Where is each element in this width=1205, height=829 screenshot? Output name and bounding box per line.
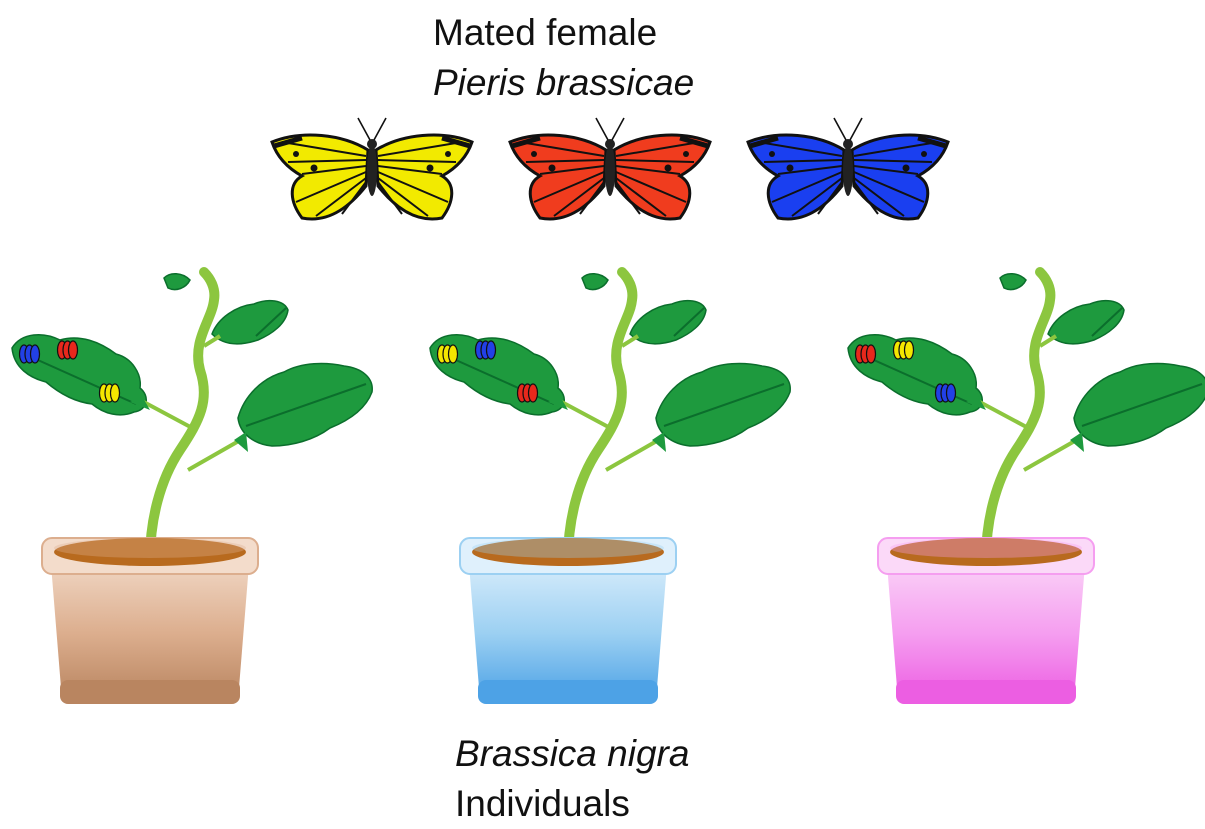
egg-cluster-3 bbox=[936, 384, 956, 402]
egg-cluster-2 bbox=[476, 341, 496, 359]
egg-cluster-3 bbox=[100, 384, 120, 402]
caption-line-2: Individuals bbox=[455, 785, 630, 822]
egg-cluster-1 bbox=[856, 345, 876, 363]
stem bbox=[150, 272, 214, 560]
butterfly-1 bbox=[272, 118, 472, 219]
petioles bbox=[140, 336, 244, 470]
pot bbox=[42, 538, 258, 704]
butterfly-group bbox=[272, 118, 948, 219]
plant-1 bbox=[12, 272, 372, 704]
egg-cluster-2 bbox=[894, 341, 914, 359]
plant-2 bbox=[430, 272, 790, 704]
species-name-plant: Brassica nigra bbox=[455, 735, 689, 772]
butterfly-2 bbox=[510, 118, 710, 219]
egg-cluster-1 bbox=[438, 345, 458, 363]
plant-3 bbox=[848, 272, 1205, 704]
egg-cluster-3 bbox=[518, 384, 538, 402]
petioles bbox=[976, 336, 1080, 470]
leaves bbox=[848, 274, 1205, 446]
egg-cluster-2 bbox=[58, 341, 78, 359]
petioles bbox=[558, 336, 662, 470]
butterfly-3 bbox=[748, 118, 948, 219]
pot bbox=[878, 538, 1094, 704]
stem bbox=[986, 272, 1050, 560]
stem bbox=[568, 272, 632, 560]
pot bbox=[460, 538, 676, 704]
plant-group bbox=[12, 272, 1205, 704]
egg-cluster-1 bbox=[20, 345, 40, 363]
